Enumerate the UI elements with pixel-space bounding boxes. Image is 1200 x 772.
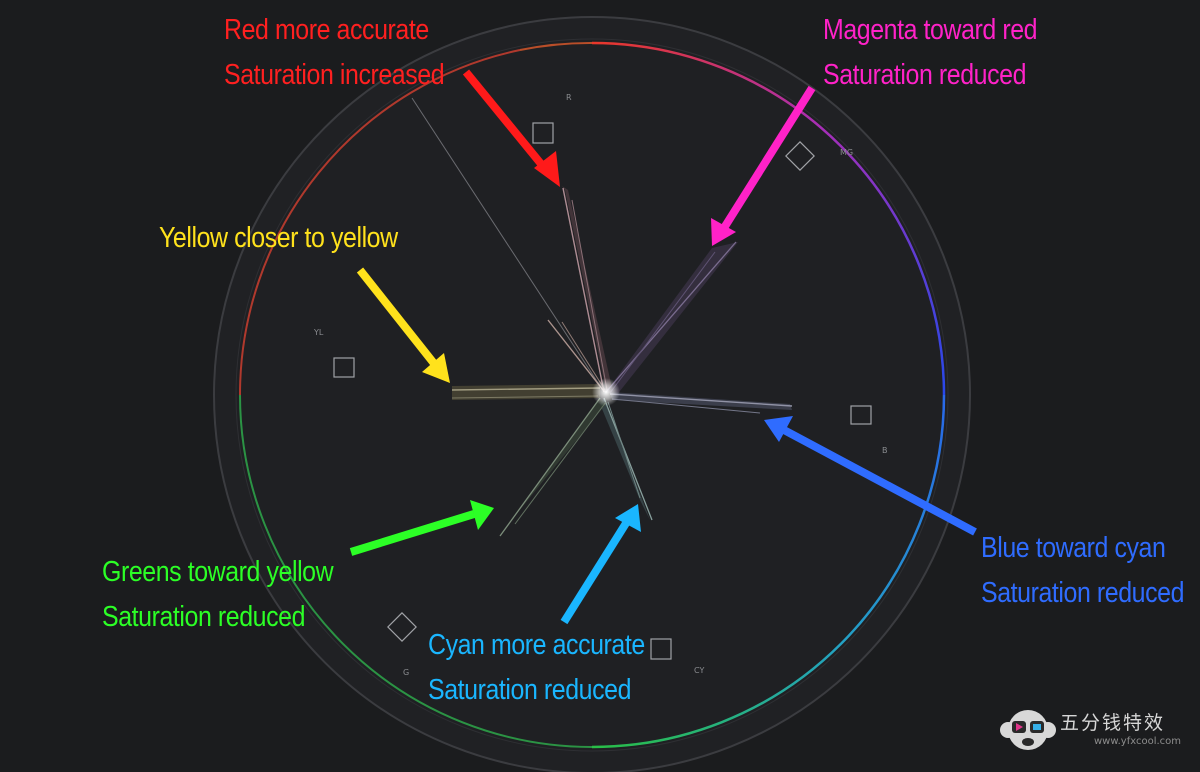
target-label-mg: MG	[840, 148, 854, 157]
arrow-cyan	[560, 504, 641, 625]
target-label-r: R	[566, 93, 572, 102]
annotation-cyan-line2: Saturation reduced	[428, 674, 632, 706]
annotation-red: Red more accurate Saturation increased	[224, 8, 445, 98]
target-box-mg	[785, 141, 815, 171]
arrow-blue	[764, 416, 977, 536]
target-box-r	[532, 122, 554, 144]
hue-ring-magenta	[591, 41, 946, 396]
watermark-text: 五分钱特效	[1060, 712, 1166, 734]
vectorscope-trace	[451, 186, 793, 537]
annotation-magenta-line1: Magenta toward red	[823, 14, 1038, 46]
skin-tone-line	[411, 97, 605, 393]
hue-ring-orange	[519, 41, 593, 51]
target-box-yl	[333, 357, 355, 378]
target-label-yl: YL	[314, 328, 324, 337]
annotation-blue-line1: Blue toward cyan	[981, 532, 1166, 564]
annotation-red-line1: Red more accurate	[224, 14, 429, 46]
hue-ring-cyan	[591, 394, 946, 749]
target-box-g	[387, 612, 417, 642]
annotation-green: Greens toward yellow Saturation reduced	[102, 550, 334, 640]
annotation-magenta: Magenta toward red Saturation reduced	[823, 8, 1038, 98]
annotation-cyan-line1: Cyan more accurate	[428, 629, 645, 661]
watermark-logo-icon	[1000, 710, 1056, 750]
target-box-b	[850, 405, 872, 425]
hue-ring-green	[239, 394, 593, 748]
hue-ring-red	[238, 49, 521, 396]
annotation-blue-line2: Saturation reduced	[981, 577, 1185, 609]
arrow-green	[349, 500, 494, 556]
annotation-cyan: Cyan more accurate Saturation reduced	[428, 623, 645, 713]
target-label-b: B	[882, 446, 888, 455]
annotation-yellow: Yellow closer to yellow	[159, 216, 398, 261]
annotation-red-line2: Saturation increased	[224, 59, 445, 91]
annotation-magenta-line2: Saturation reduced	[823, 59, 1027, 91]
annotation-yellow-line1: Yellow closer to yellow	[159, 222, 398, 254]
target-box-cy	[650, 638, 672, 660]
annotation-green-line1: Greens toward yellow	[102, 556, 334, 588]
arrow-red	[462, 69, 560, 187]
watermark: 五分钱特效 www.yfxcool.com	[998, 704, 1198, 758]
target-label-g: G	[403, 668, 410, 677]
annotation-blue: Blue toward cyan Saturation reduced	[981, 526, 1184, 616]
annotation-green-line2: Saturation reduced	[102, 601, 306, 633]
arrow-magenta	[711, 85, 816, 246]
arrow-yellow	[356, 267, 450, 383]
trace-center	[592, 378, 620, 406]
watermark-url: www.yfxcool.com	[1094, 736, 1182, 747]
target-label-cy: CY	[694, 666, 705, 675]
